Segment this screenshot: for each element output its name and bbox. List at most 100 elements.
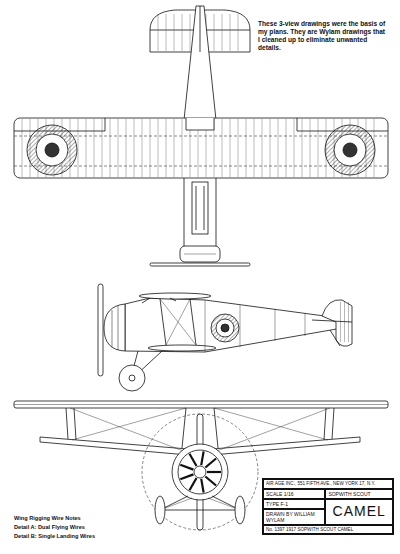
side-view-stroke (205, 300, 206, 352)
plan-view-stroke (27, 125, 77, 175)
plan-view-stroke (36, 134, 68, 166)
plan-view-stroke-stroke (166, 119, 167, 177)
plan-view-stroke-stroke (22, 119, 23, 177)
plan-view-stroke-stroke (230, 14, 231, 51)
plan-view-stroke (184, 254, 216, 255)
title-block: AIR AGE INC., 551 FIFTH AVE., NEW YORK 1… (262, 478, 394, 535)
plan-view-stroke-stroke (102, 119, 103, 177)
front-view-stroke-stroke (201, 451, 203, 465)
wire-note: Detail B: Single Landing Wires (14, 533, 134, 540)
plan-view-stroke-stroke (190, 14, 191, 51)
plan-view-stroke-stroke (286, 119, 287, 177)
plan-view-stroke-stroke (294, 119, 295, 177)
front-view-stroke (172, 444, 228, 500)
side-view-stroke (312, 320, 352, 322)
side-view-stroke (211, 314, 239, 342)
plan-view-stroke-stroke (318, 119, 319, 177)
plan-view-stroke-stroke (150, 119, 151, 177)
side-view-stroke (166, 299, 190, 345)
plan-view-stroke-stroke (126, 119, 127, 177)
front-view-stroke (70, 408, 186, 452)
front-view-stroke (182, 408, 186, 448)
plan-view-stroke-stroke (254, 119, 255, 177)
title-block-text: SCALE 1/16 (263, 489, 325, 499)
side-view-stroke (221, 324, 229, 332)
plan-view-stroke (186, 118, 214, 130)
plan-view (14, 6, 388, 266)
side-view-stroke (129, 375, 135, 381)
plan-view-stroke-stroke (174, 14, 175, 51)
title-block-text: TYPE F-1 (263, 499, 325, 509)
side-view (98, 284, 352, 391)
plan-view-stroke-stroke (214, 14, 215, 51)
plan-view-stroke (45, 143, 59, 157)
plan-view-stroke-stroke (86, 119, 87, 177)
front-view-stroke-stroke (190, 454, 197, 466)
plan-view-stroke-stroke (278, 119, 279, 177)
plan-view-stroke-stroke (94, 119, 95, 177)
plan-view-stroke-stroke (158, 14, 159, 51)
plan-view-stroke (204, 186, 205, 230)
plan-view-stroke (334, 134, 366, 166)
side-view-stroke (98, 284, 103, 376)
front-view-stroke-stroke (205, 459, 216, 468)
front-view-stroke-stroke (201, 479, 203, 493)
plan-view-stroke (325, 125, 375, 175)
side-view-stroke (275, 309, 276, 341)
front-view-stroke (235, 496, 245, 524)
front-view-stroke-stroke (205, 476, 216, 485)
plan-view-stroke-stroke (174, 119, 175, 177)
plan-view-stroke-stroke (222, 119, 223, 177)
front-view-stroke (142, 414, 258, 530)
wire-note: Detail A: Dual Flying Wires (14, 524, 134, 531)
plan-view-stroke-stroke (222, 14, 223, 51)
wire-note-heading: Wing Rigging Wire Notes (14, 515, 134, 522)
plan-view-stroke (150, 263, 250, 266)
front-view-stroke-stroke (190, 478, 197, 490)
side-view-stroke (190, 299, 196, 345)
front-view-stroke (214, 408, 328, 440)
front-view-stroke (155, 496, 165, 524)
plan-view-stroke-stroke (118, 119, 119, 177)
side-view-stroke (305, 313, 306, 336)
side-view-stroke (170, 298, 176, 301)
plan-view-stroke-stroke (270, 119, 271, 177)
plan-view-stroke-stroke (238, 14, 239, 51)
plan-view-stroke-stroke (78, 119, 79, 177)
plan-view-stroke (192, 182, 208, 234)
plan-view-stroke-stroke (238, 119, 239, 177)
plan-view-stroke (343, 143, 357, 157)
side-view-stroke (119, 365, 145, 391)
title-name: CAMEL (325, 499, 393, 525)
plan-view-stroke (196, 186, 197, 230)
front-view-stroke (14, 401, 388, 408)
plan-view-stroke-stroke (246, 119, 247, 177)
plan-view-stroke-stroke (158, 119, 159, 177)
plan-view-stroke-stroke (166, 14, 167, 51)
plan-view-stroke-stroke (310, 119, 311, 177)
front-view-stroke (332, 408, 334, 439)
side-view-stroke (216, 319, 234, 337)
side-view-stroke (125, 298, 348, 352)
title-block-text: DRAWN BY WILLIAM WYLAM (263, 509, 325, 525)
title-block-text: AIR AGE INC., 551 FIFTH AVE., NEW YORK 1… (263, 479, 393, 489)
plan-view-stroke-stroke (110, 119, 111, 177)
front-view-stroke (324, 408, 326, 440)
side-view-stroke (160, 299, 166, 345)
side-view-stroke (118, 306, 119, 350)
plan-view-stroke (14, 118, 388, 178)
title-block-text: No. 1397 1917 SOPWITH SCOUT CAMEL (263, 525, 393, 535)
front-view-stroke (214, 408, 218, 448)
front-view-stroke (194, 466, 206, 478)
side-view-stroke (160, 299, 196, 345)
three-view-drawing-stroke (14, 6, 388, 530)
plan-view-stroke (184, 6, 216, 248)
side-view-stroke (112, 310, 113, 347)
plan-view-stroke (22, 119, 374, 177)
side-view-stroke (104, 304, 125, 351)
front-view-stroke (180, 451, 221, 492)
front-view-stroke (66, 408, 68, 439)
plan-view-stroke (14, 118, 388, 131)
